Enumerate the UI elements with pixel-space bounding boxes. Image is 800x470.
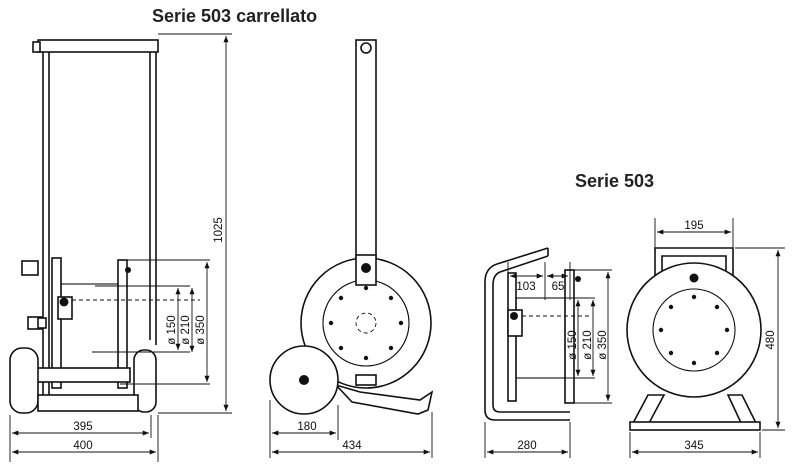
dim-label-195: 195 bbox=[684, 220, 703, 232]
trolley-wheel-left bbox=[9, 347, 39, 414]
dim-label-400: 400 bbox=[73, 440, 92, 452]
dim-label-1025: 1025 bbox=[213, 217, 225, 243]
trolley-axle bbox=[29, 367, 131, 383]
trolley-front-wheel-hub bbox=[299, 375, 309, 385]
title-standard-series: Serie 503 bbox=[575, 171, 654, 191]
trolley-hook bbox=[21, 260, 39, 276]
standard-front-bolt-ring bbox=[658, 294, 730, 366]
dim-label-103: 103 bbox=[516, 281, 535, 293]
dim-label-280: 280 bbox=[517, 440, 536, 452]
standard-side-view bbox=[484, 247, 612, 421]
dim-label-d150-trolley: ø 150 bbox=[166, 315, 178, 344]
trolley-front-handle-hole bbox=[360, 42, 372, 54]
trolley-front-column bbox=[355, 39, 377, 273]
standard-front-reel-inner bbox=[652, 288, 736, 372]
standard-front-leg-left bbox=[630, 394, 666, 426]
standard-front-top-bolt bbox=[689, 273, 699, 283]
trolley-front-bolt-ring bbox=[328, 285, 404, 361]
dim-label-434: 434 bbox=[342, 440, 362, 452]
trolley-front-bolt bbox=[361, 263, 371, 273]
standard-front-view bbox=[626, 247, 762, 431]
trolley-base bbox=[37, 394, 139, 412]
standard-front-dimensions: 195 480 345 bbox=[629, 218, 785, 458]
dim-label-d210-trolley: ø 210 bbox=[180, 315, 192, 344]
trolley-front-dimensions: 180 434 bbox=[269, 400, 433, 458]
standard-socket-bolt bbox=[510, 312, 518, 320]
standard-side-dimensions: 103 65 ø 150 ø 210 ø 350 280 bbox=[484, 262, 611, 458]
dim-label-395: 395 bbox=[73, 421, 92, 433]
standard-drum-plate-left bbox=[507, 272, 517, 402]
trolley-socket-bolt bbox=[59, 297, 69, 307]
title-trolley-series: Serie 503 carrellato bbox=[152, 6, 317, 26]
standard-front-reel-outer bbox=[626, 262, 762, 398]
trolley-handle-bar bbox=[37, 39, 159, 53]
dim-label-345: 345 bbox=[684, 440, 703, 452]
standard-handle-frame bbox=[484, 247, 570, 421]
trolley-handle-cap bbox=[32, 41, 41, 53]
trolley-wheel-right bbox=[133, 349, 157, 413]
standard-drum-core bbox=[515, 297, 566, 379]
standard-front-leg-right bbox=[726, 394, 759, 426]
dim-label-d150-standard: ø 150 bbox=[567, 330, 579, 359]
dim-label-180: 180 bbox=[297, 421, 316, 433]
dim-label-480: 480 bbox=[765, 330, 777, 349]
dim-label-d210-standard: ø 210 bbox=[582, 330, 594, 359]
trolley-front-hub bbox=[355, 312, 377, 334]
trolley-front-view bbox=[269, 39, 434, 415]
trolley-dimensions: 1025 ø 150 ø 210 ø 350 395 400 bbox=[9, 33, 232, 462]
trolley-front-stand bbox=[333, 383, 434, 415]
dim-label-d350-standard: ø 350 bbox=[597, 330, 609, 359]
dim-label-d350-trolley: ø 350 bbox=[195, 315, 207, 344]
trolley-side-view bbox=[9, 39, 210, 414]
dim-label-65: 65 bbox=[552, 281, 565, 293]
standard-front-base bbox=[629, 421, 761, 431]
